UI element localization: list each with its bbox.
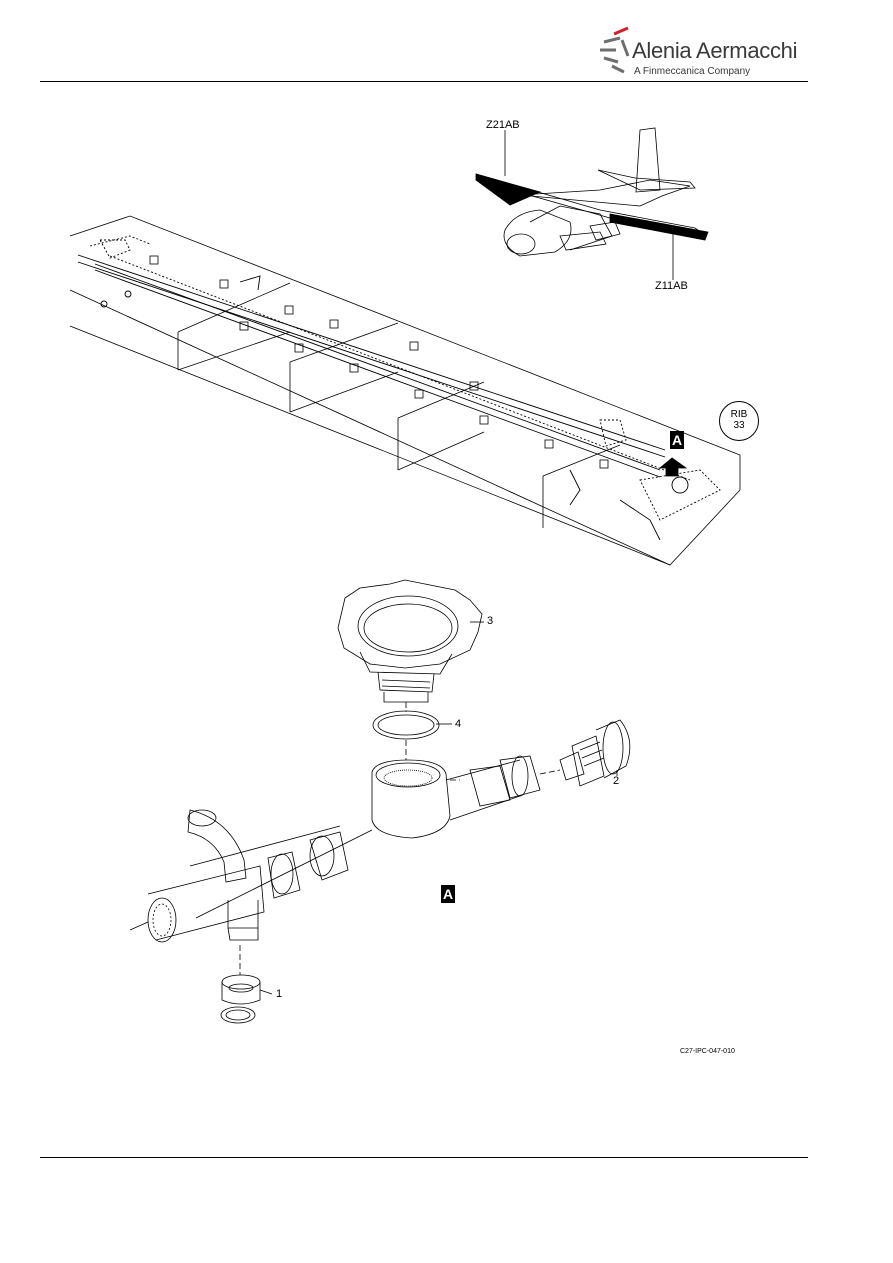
rib-label: RIB [730, 409, 748, 420]
leader-line-1 [259, 989, 273, 995]
aircraft-locator [475, 127, 709, 280]
rib-callout: RIB 33 [719, 401, 759, 441]
drain-plug [220, 974, 261, 1024]
brand-swirl-icon [600, 26, 630, 74]
brand-tagline: A Finmeccanica Company [634, 66, 751, 77]
fuel-tubing [77, 235, 721, 541]
figure-reference: C27-IPC-047-010 [680, 1048, 735, 1055]
footer-rule [40, 1157, 808, 1158]
header-rule [40, 81, 808, 82]
rib-number: 33 [733, 420, 745, 431]
brand-logo: Alenia Aermacchi A Finmeccanica Company [598, 26, 798, 82]
seal-ring [372, 710, 440, 740]
detail-a-callout: A [441, 885, 455, 903]
item-label-1: 1 [276, 988, 283, 1000]
tube-couplings [149, 255, 609, 469]
nipple-fitting [559, 719, 631, 787]
wing-box-outline [69, 215, 741, 566]
zone-label-left: Z21AB [486, 119, 520, 131]
brand-name: Alenia Aermacchi [632, 38, 798, 63]
filler-cap [337, 579, 483, 703]
item-label-3: 3 [487, 615, 494, 627]
view-arrow-icon [658, 457, 688, 477]
zone-label-right: Z11AB [655, 280, 688, 292]
item-label-2: 2 [613, 775, 620, 787]
manifold-fitting [129, 702, 561, 975]
view-a-callout: A [670, 431, 684, 449]
item-label-4: 4 [455, 718, 462, 730]
